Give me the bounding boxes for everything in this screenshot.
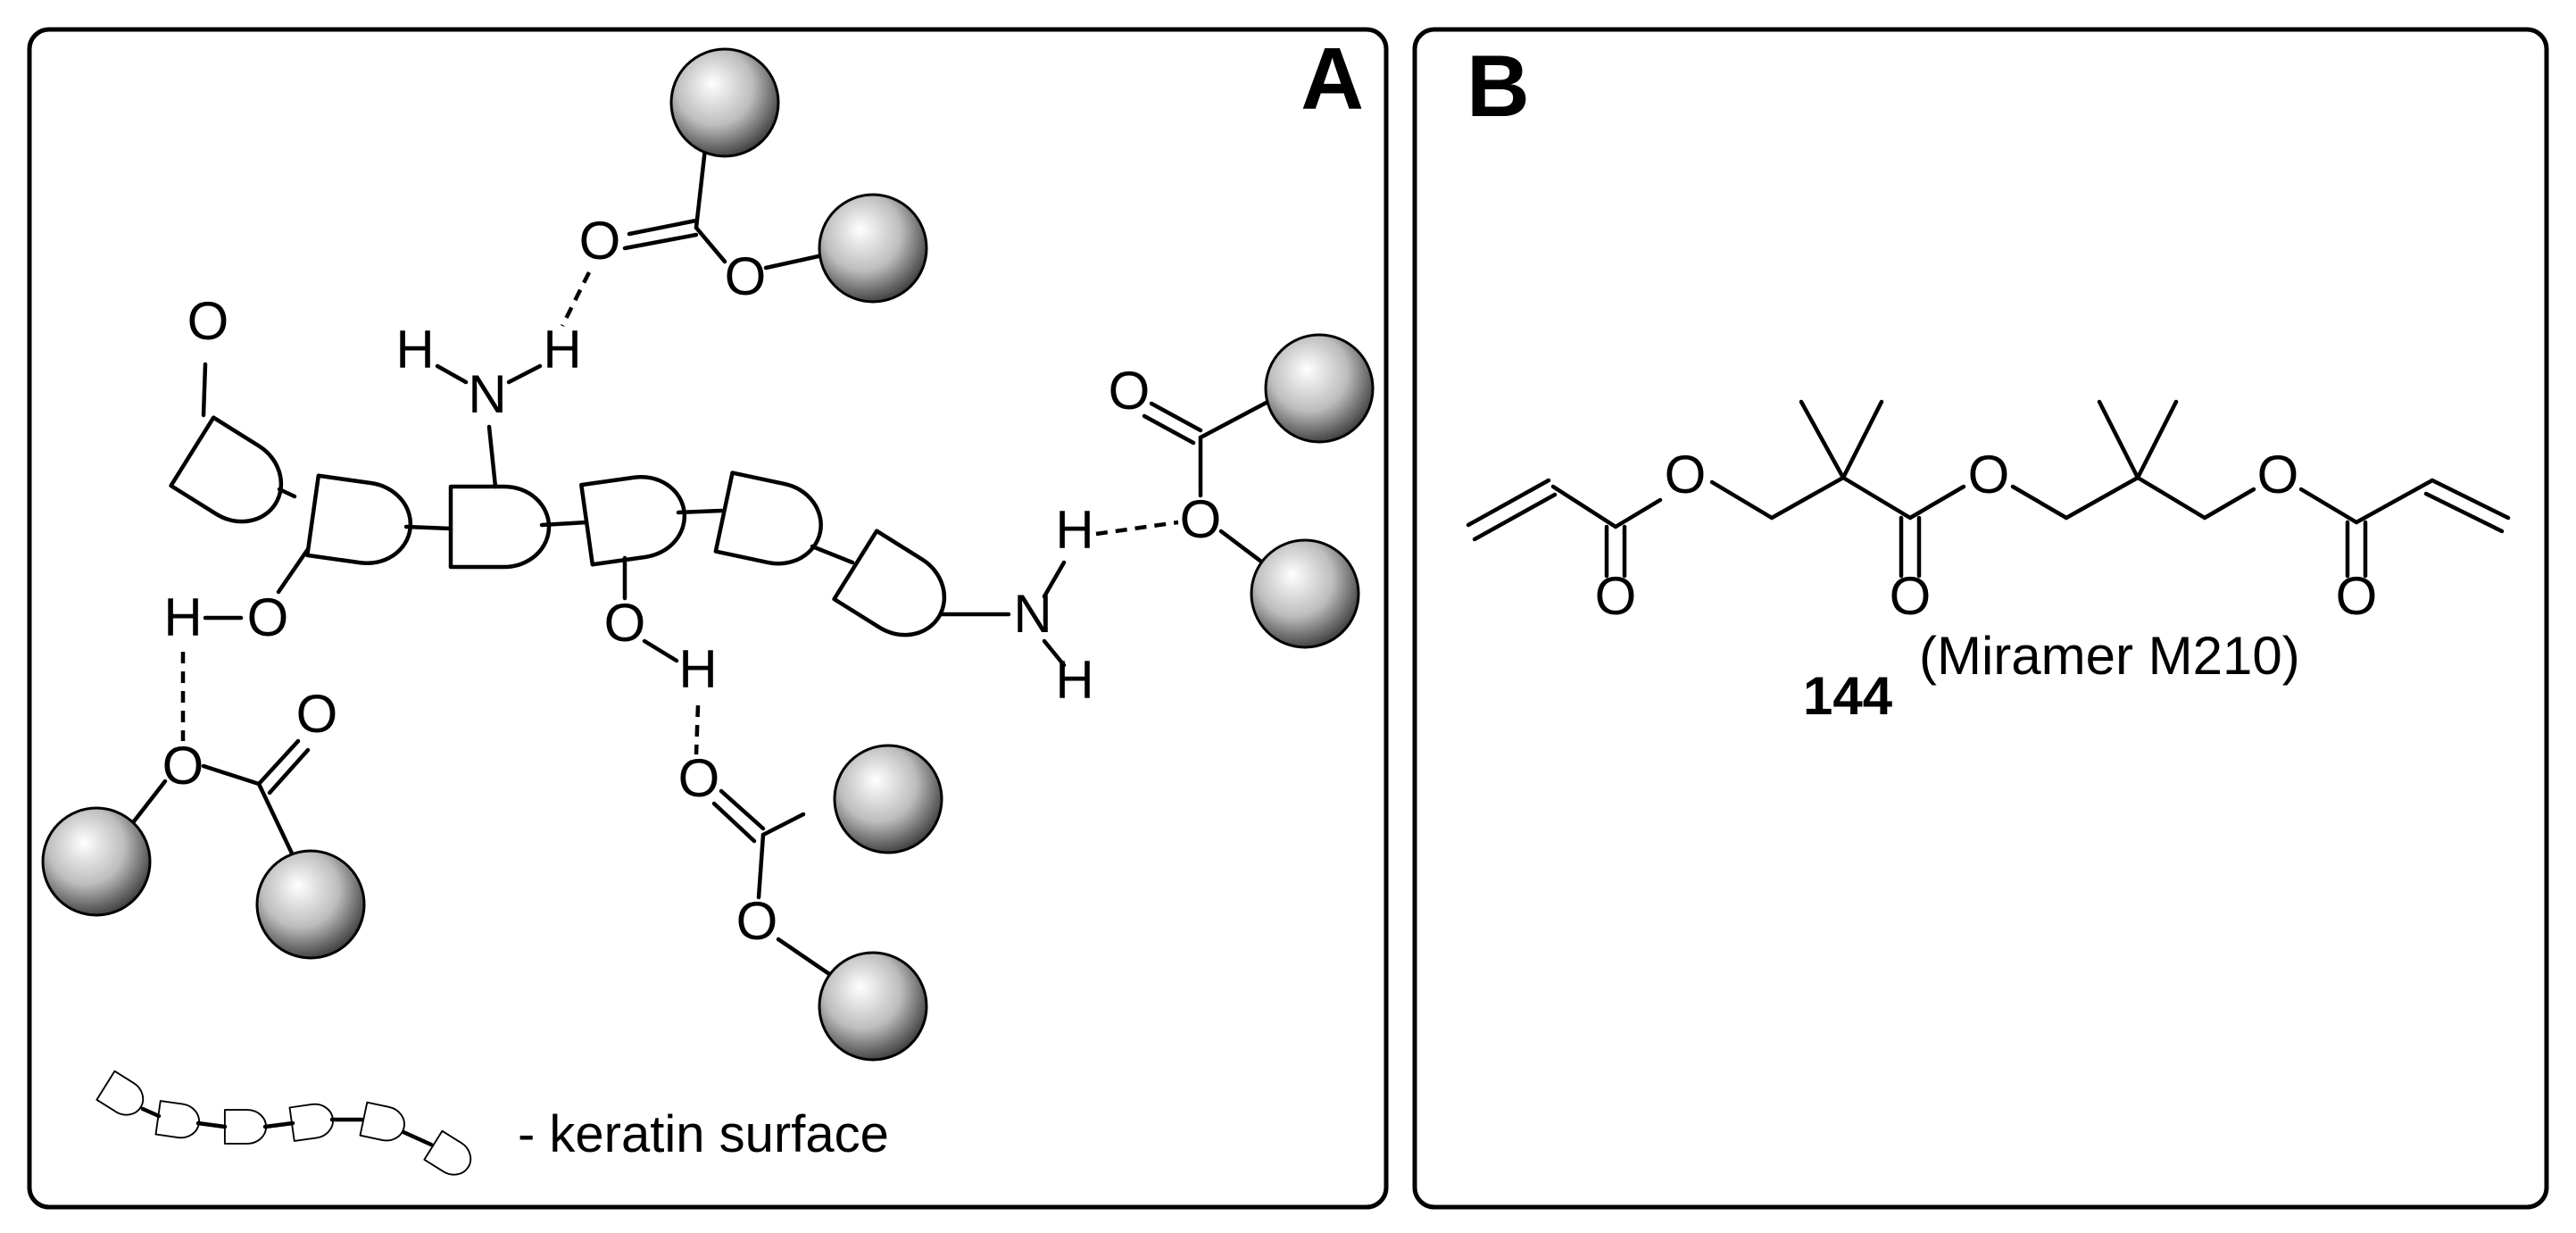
polymer-bead <box>669 47 780 158</box>
compound-number: 144 <box>1803 666 1893 726</box>
keratin-unit <box>451 487 549 567</box>
atom-h-oh-center: H <box>678 639 717 699</box>
atom-o-ester-bottom-single: O <box>736 891 778 951</box>
ester-bottom: O O <box>678 744 943 1062</box>
atom-o-b-2: O <box>1665 445 1707 504</box>
polymer-bead <box>818 951 928 1062</box>
polymer-bead <box>255 849 366 960</box>
atom-o-oh-left: O <box>247 587 289 647</box>
ester-right: O O <box>1109 333 1375 649</box>
atom-h-oh-left: H <box>163 587 202 647</box>
polymer-bead <box>1250 538 1360 649</box>
panel-a-label: A <box>1300 29 1364 128</box>
bond-keto <box>201 362 208 418</box>
atom-o-ester-lower-left-carbonyl: O <box>296 684 338 744</box>
hbond-center <box>694 704 701 755</box>
atom-o-b-4: O <box>1968 445 2010 504</box>
atom-h-amine-right-top: H <box>1055 500 1093 560</box>
atom-n-amine-top: N <box>468 364 506 424</box>
atom-o-ester-top-carbonyl: O <box>579 211 621 271</box>
bond-amine-top <box>486 424 498 489</box>
polymer-bead <box>41 806 152 917</box>
panel-b-frame <box>1412 27 2549 1210</box>
atom-o-ester-right-carbonyl: O <box>1109 361 1151 421</box>
polymer-bead <box>818 193 928 304</box>
atom-h-amine-top-right: H <box>543 320 581 379</box>
panel-b-label: B <box>1467 37 1530 135</box>
atom-o-b-3: O <box>1890 566 1932 626</box>
atom-o-oh-center: O <box>604 593 646 653</box>
ester-lower-left: O O <box>41 684 366 960</box>
keratin-chain <box>171 362 1011 651</box>
atom-o-b-6: O <box>2336 566 2378 626</box>
atom-h-amine-top-left: H <box>395 320 434 379</box>
atom-o-ester-bottom-carbonyl: O <box>678 748 720 808</box>
legend-keratin: - keratin surface <box>96 1070 889 1183</box>
panel-a-frame <box>27 27 1389 1210</box>
atom-o-keto: O <box>187 291 229 351</box>
compound-name: (Miramer M210) <box>1919 626 2300 686</box>
legend-label: - keratin surface <box>518 1105 889 1163</box>
polymer-bead <box>1264 333 1375 444</box>
ester-top: O O <box>560 47 928 328</box>
atom-o-ester-right-single: O <box>1180 489 1222 549</box>
structure-144: O O O O O O <box>1466 399 2511 626</box>
atom-o-ester-lower-left-single: O <box>162 736 204 796</box>
atom-o-b-5: O <box>2257 445 2299 504</box>
bond-oh-left <box>276 546 311 595</box>
panel-b: B <box>1412 27 2549 1210</box>
polymer-bead <box>833 744 943 854</box>
hbond-top <box>560 271 592 328</box>
panel-a: A O N H H <box>27 27 1389 1210</box>
hbond-right <box>1095 520 1179 537</box>
atom-o-ester-top-single: O <box>725 246 767 306</box>
atom-o-b-1: O <box>1595 566 1637 626</box>
legend-unit <box>223 1109 268 1145</box>
